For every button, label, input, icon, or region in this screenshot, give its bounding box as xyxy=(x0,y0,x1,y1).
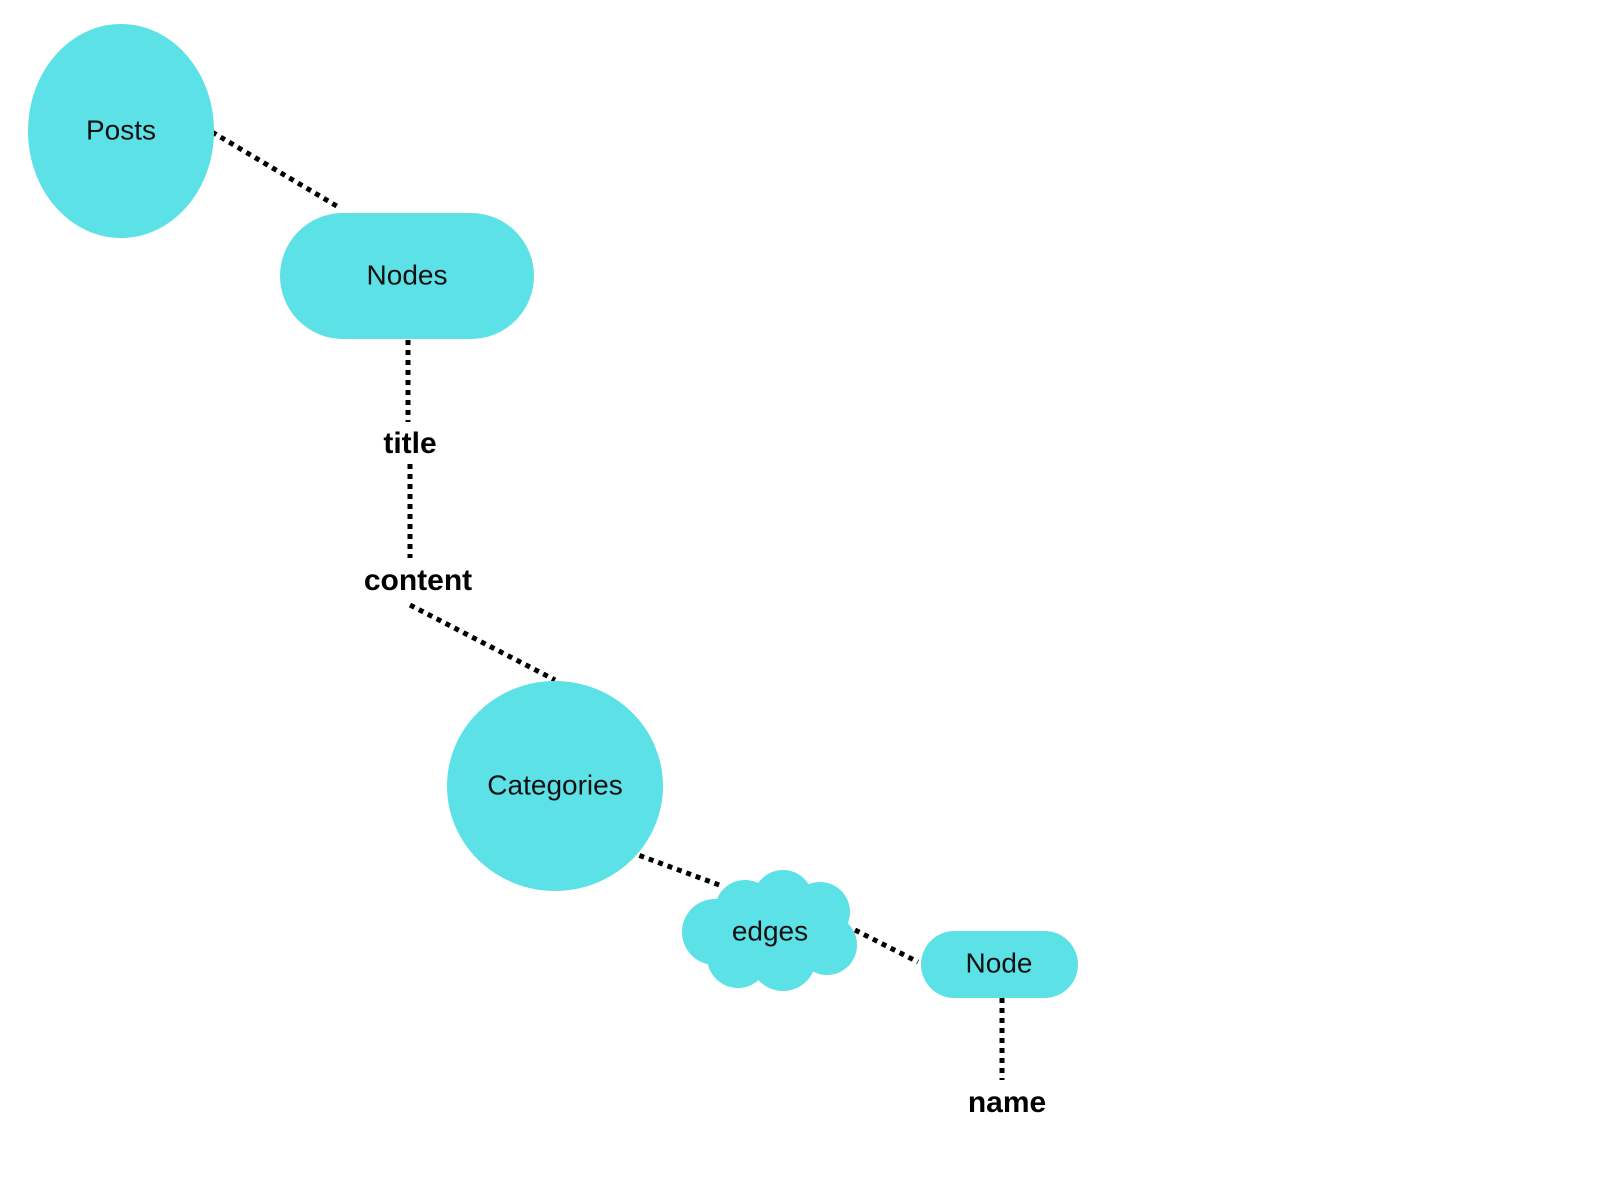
node-categories[interactable]: Categories xyxy=(447,681,663,891)
field-content-label: content xyxy=(364,564,472,597)
node-posts[interactable]: Posts xyxy=(28,24,214,238)
connector-content-categories xyxy=(408,602,557,683)
node-edges[interactable]: edges xyxy=(682,870,857,991)
connector-posts-nodes xyxy=(210,129,342,211)
node-node[interactable]: Node xyxy=(921,931,1078,998)
node-nodes-label: Nodes xyxy=(367,259,448,290)
node-posts-label: Posts xyxy=(86,114,156,145)
connector-categories-edges xyxy=(629,849,723,889)
node-nodes-shape xyxy=(280,213,534,339)
node-node-shape xyxy=(921,931,1078,998)
node-node-label: Node xyxy=(966,947,1033,978)
node-categories-shape xyxy=(447,681,663,891)
node-posts-shape xyxy=(28,24,214,238)
connectors xyxy=(210,129,1005,1080)
field-title-label: title xyxy=(383,427,436,460)
connector-edges-node xyxy=(853,927,920,965)
node-edges-cloud-shape xyxy=(682,870,857,991)
node-nodes[interactable]: Nodes xyxy=(280,213,534,339)
node-edges-label: edges xyxy=(732,915,808,946)
field-name-label: name xyxy=(968,1086,1046,1119)
node-categories-label: Categories xyxy=(487,769,622,800)
